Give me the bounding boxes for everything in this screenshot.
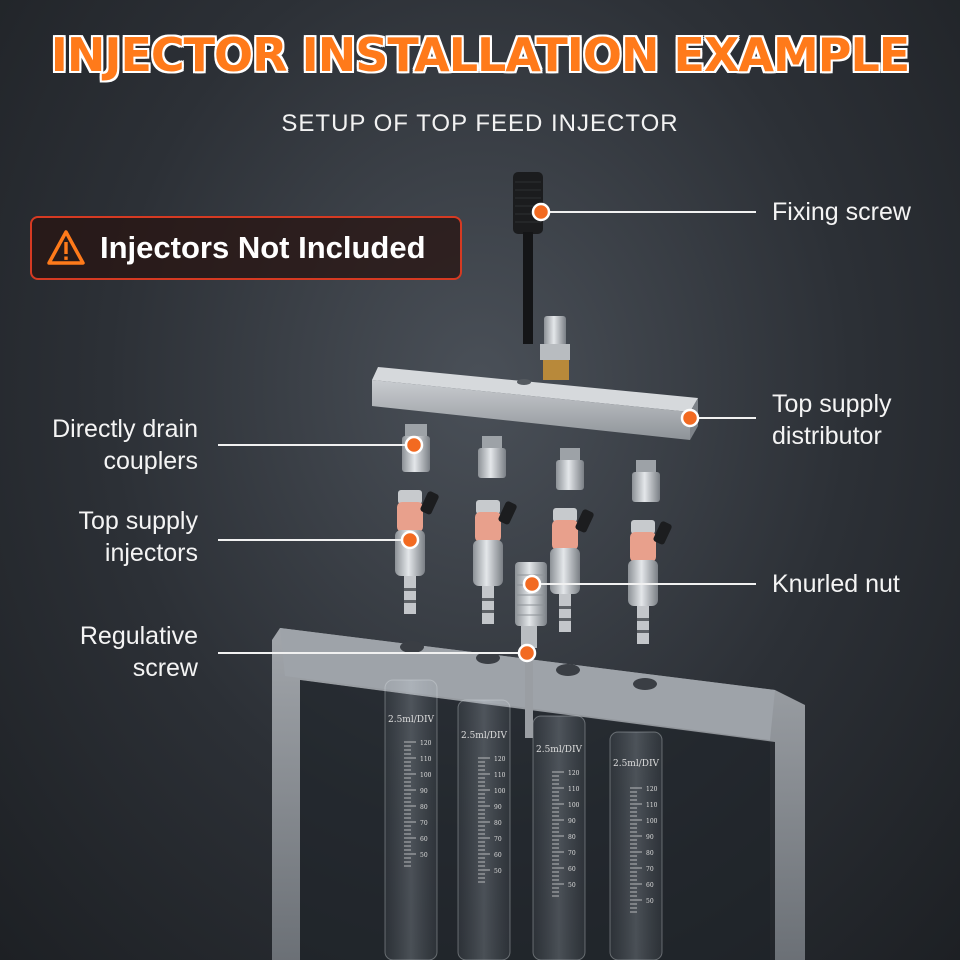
callout-line-1: Regulative bbox=[79, 622, 198, 650]
tube-tick-label: 70 bbox=[494, 836, 502, 843]
tube-tick-label: 80 bbox=[646, 850, 654, 857]
top-supply-injectors bbox=[395, 490, 672, 644]
tube-tick-label: 110 bbox=[568, 786, 580, 793]
tube-tick-label: 70 bbox=[646, 866, 654, 873]
injector-3 bbox=[550, 508, 594, 632]
tube-tick-label: 110 bbox=[646, 802, 658, 809]
tube-2: 2.5ml/DIV 120 110 100 90 80 70 60 50 bbox=[457, 699, 511, 960]
distributor-inlet-fitting bbox=[540, 316, 570, 380]
callout-top-supply-distributor: Top supply distributor bbox=[772, 388, 892, 452]
tube-tick-label: 110 bbox=[420, 756, 432, 763]
tube-tick-label: 70 bbox=[420, 820, 428, 827]
tube-scale-label: 2.5ml/DIV bbox=[461, 731, 508, 741]
callout-dots bbox=[400, 202, 700, 663]
callout-top-supply-injectors: Top supply injectors bbox=[78, 505, 198, 569]
warning-icon bbox=[47, 230, 85, 265]
tube-tick-label: 80 bbox=[568, 834, 576, 841]
tube-tick-label: 50 bbox=[494, 868, 502, 875]
tube-tick-label: 100 bbox=[568, 802, 580, 809]
tube-tick-label: 50 bbox=[646, 898, 654, 905]
callout-line-1: Top supply bbox=[772, 390, 892, 418]
tube-1: 2.5ml/DIV 120 110 100 90 80 70 60 50 bbox=[384, 679, 438, 960]
coupler-3 bbox=[556, 448, 584, 490]
drain-couplers bbox=[402, 424, 660, 502]
tube-tick-label: 80 bbox=[420, 804, 428, 811]
callout-line-1: Top supply bbox=[78, 507, 198, 535]
callout-line-2: screw bbox=[132, 654, 198, 682]
knurled-nut bbox=[515, 562, 547, 626]
callout-knurled-nut: Knurled nut bbox=[772, 570, 900, 598]
badge-text: Injectors Not Included bbox=[100, 230, 426, 265]
tube-tick-label: 60 bbox=[646, 882, 654, 889]
coupler-4 bbox=[632, 460, 660, 502]
fixing-screw bbox=[513, 172, 543, 344]
coupler-2 bbox=[478, 436, 506, 478]
callout-dot-knurled-nut bbox=[522, 574, 542, 594]
callout-dot-injectors bbox=[400, 530, 420, 550]
callout-line-2: couplers bbox=[103, 447, 199, 475]
tube-tick-label: 70 bbox=[568, 850, 576, 857]
page-subtitle: SETUP OF TOP FEED INJECTOR bbox=[281, 110, 679, 137]
tube-tick-label: 80 bbox=[494, 820, 502, 827]
tube-tick-label: 60 bbox=[494, 852, 502, 859]
tube-tick-label: 120 bbox=[420, 740, 432, 747]
callout-line-2: injectors bbox=[104, 539, 198, 567]
tube-tick-label: 110 bbox=[494, 772, 506, 779]
callout-regulative-screw: Regulative screw bbox=[80, 620, 198, 684]
tube-tick-label: 120 bbox=[494, 756, 506, 763]
tube-tick-label: 90 bbox=[646, 834, 654, 841]
injectors-not-included-badge: Injectors Not Included bbox=[30, 216, 462, 280]
tube-scale-label: 2.5ml/DIV bbox=[536, 745, 583, 755]
tube-tick-label: 50 bbox=[420, 852, 428, 859]
callout-dot-distributor bbox=[680, 408, 700, 428]
callout-line-1: Directly drain bbox=[52, 415, 198, 443]
tube-tick-label: 90 bbox=[494, 804, 502, 811]
tube-tick-label: 90 bbox=[568, 818, 576, 825]
callout-dot-drain-couplers bbox=[404, 435, 424, 455]
regulative-screw bbox=[521, 626, 537, 738]
tube-tick-label: 60 bbox=[568, 866, 576, 873]
tube-tick-label: 120 bbox=[646, 786, 658, 793]
tube-3: 2.5ml/DIV 120 110 100 90 80 70 60 50 bbox=[532, 715, 586, 960]
callout-line-2: distributor bbox=[772, 422, 882, 450]
tube-4: 2.5ml/DIV 120 110 100 90 80 70 60 50 bbox=[609, 731, 663, 960]
tube-tick-label: 60 bbox=[420, 836, 428, 843]
tube-tick-label: 120 bbox=[568, 770, 580, 777]
callout-lines bbox=[218, 211, 756, 654]
tube-tick-label: 100 bbox=[420, 772, 432, 779]
injector-1 bbox=[395, 490, 439, 614]
injector-2 bbox=[473, 500, 517, 624]
tube-scale-label: 2.5ml/DIV bbox=[388, 715, 435, 725]
callout-dot-regulative-screw bbox=[517, 643, 537, 663]
callout-fixing-screw: Fixing screw bbox=[772, 198, 911, 226]
graduated-tubes: 2.5ml/DIV 120 110 100 90 80 70 60 50 2.5ml/DIV … bbox=[384, 679, 663, 960]
tube-tick-label: 100 bbox=[494, 788, 506, 795]
callout-directly-drain-couplers: Directly drain couplers bbox=[52, 413, 198, 477]
top-supply-distributor bbox=[372, 367, 698, 440]
tube-tick-label: 100 bbox=[646, 818, 658, 825]
page-title: INJECTOR INSTALLATION EXAMPLE bbox=[50, 28, 910, 82]
injector-4 bbox=[628, 520, 672, 644]
tube-tick-label: 50 bbox=[568, 882, 576, 889]
callout-dot-fixing-screw bbox=[531, 202, 551, 222]
tube-tick-label: 90 bbox=[420, 788, 428, 795]
tube-scale-label: 2.5ml/DIV bbox=[613, 759, 660, 769]
